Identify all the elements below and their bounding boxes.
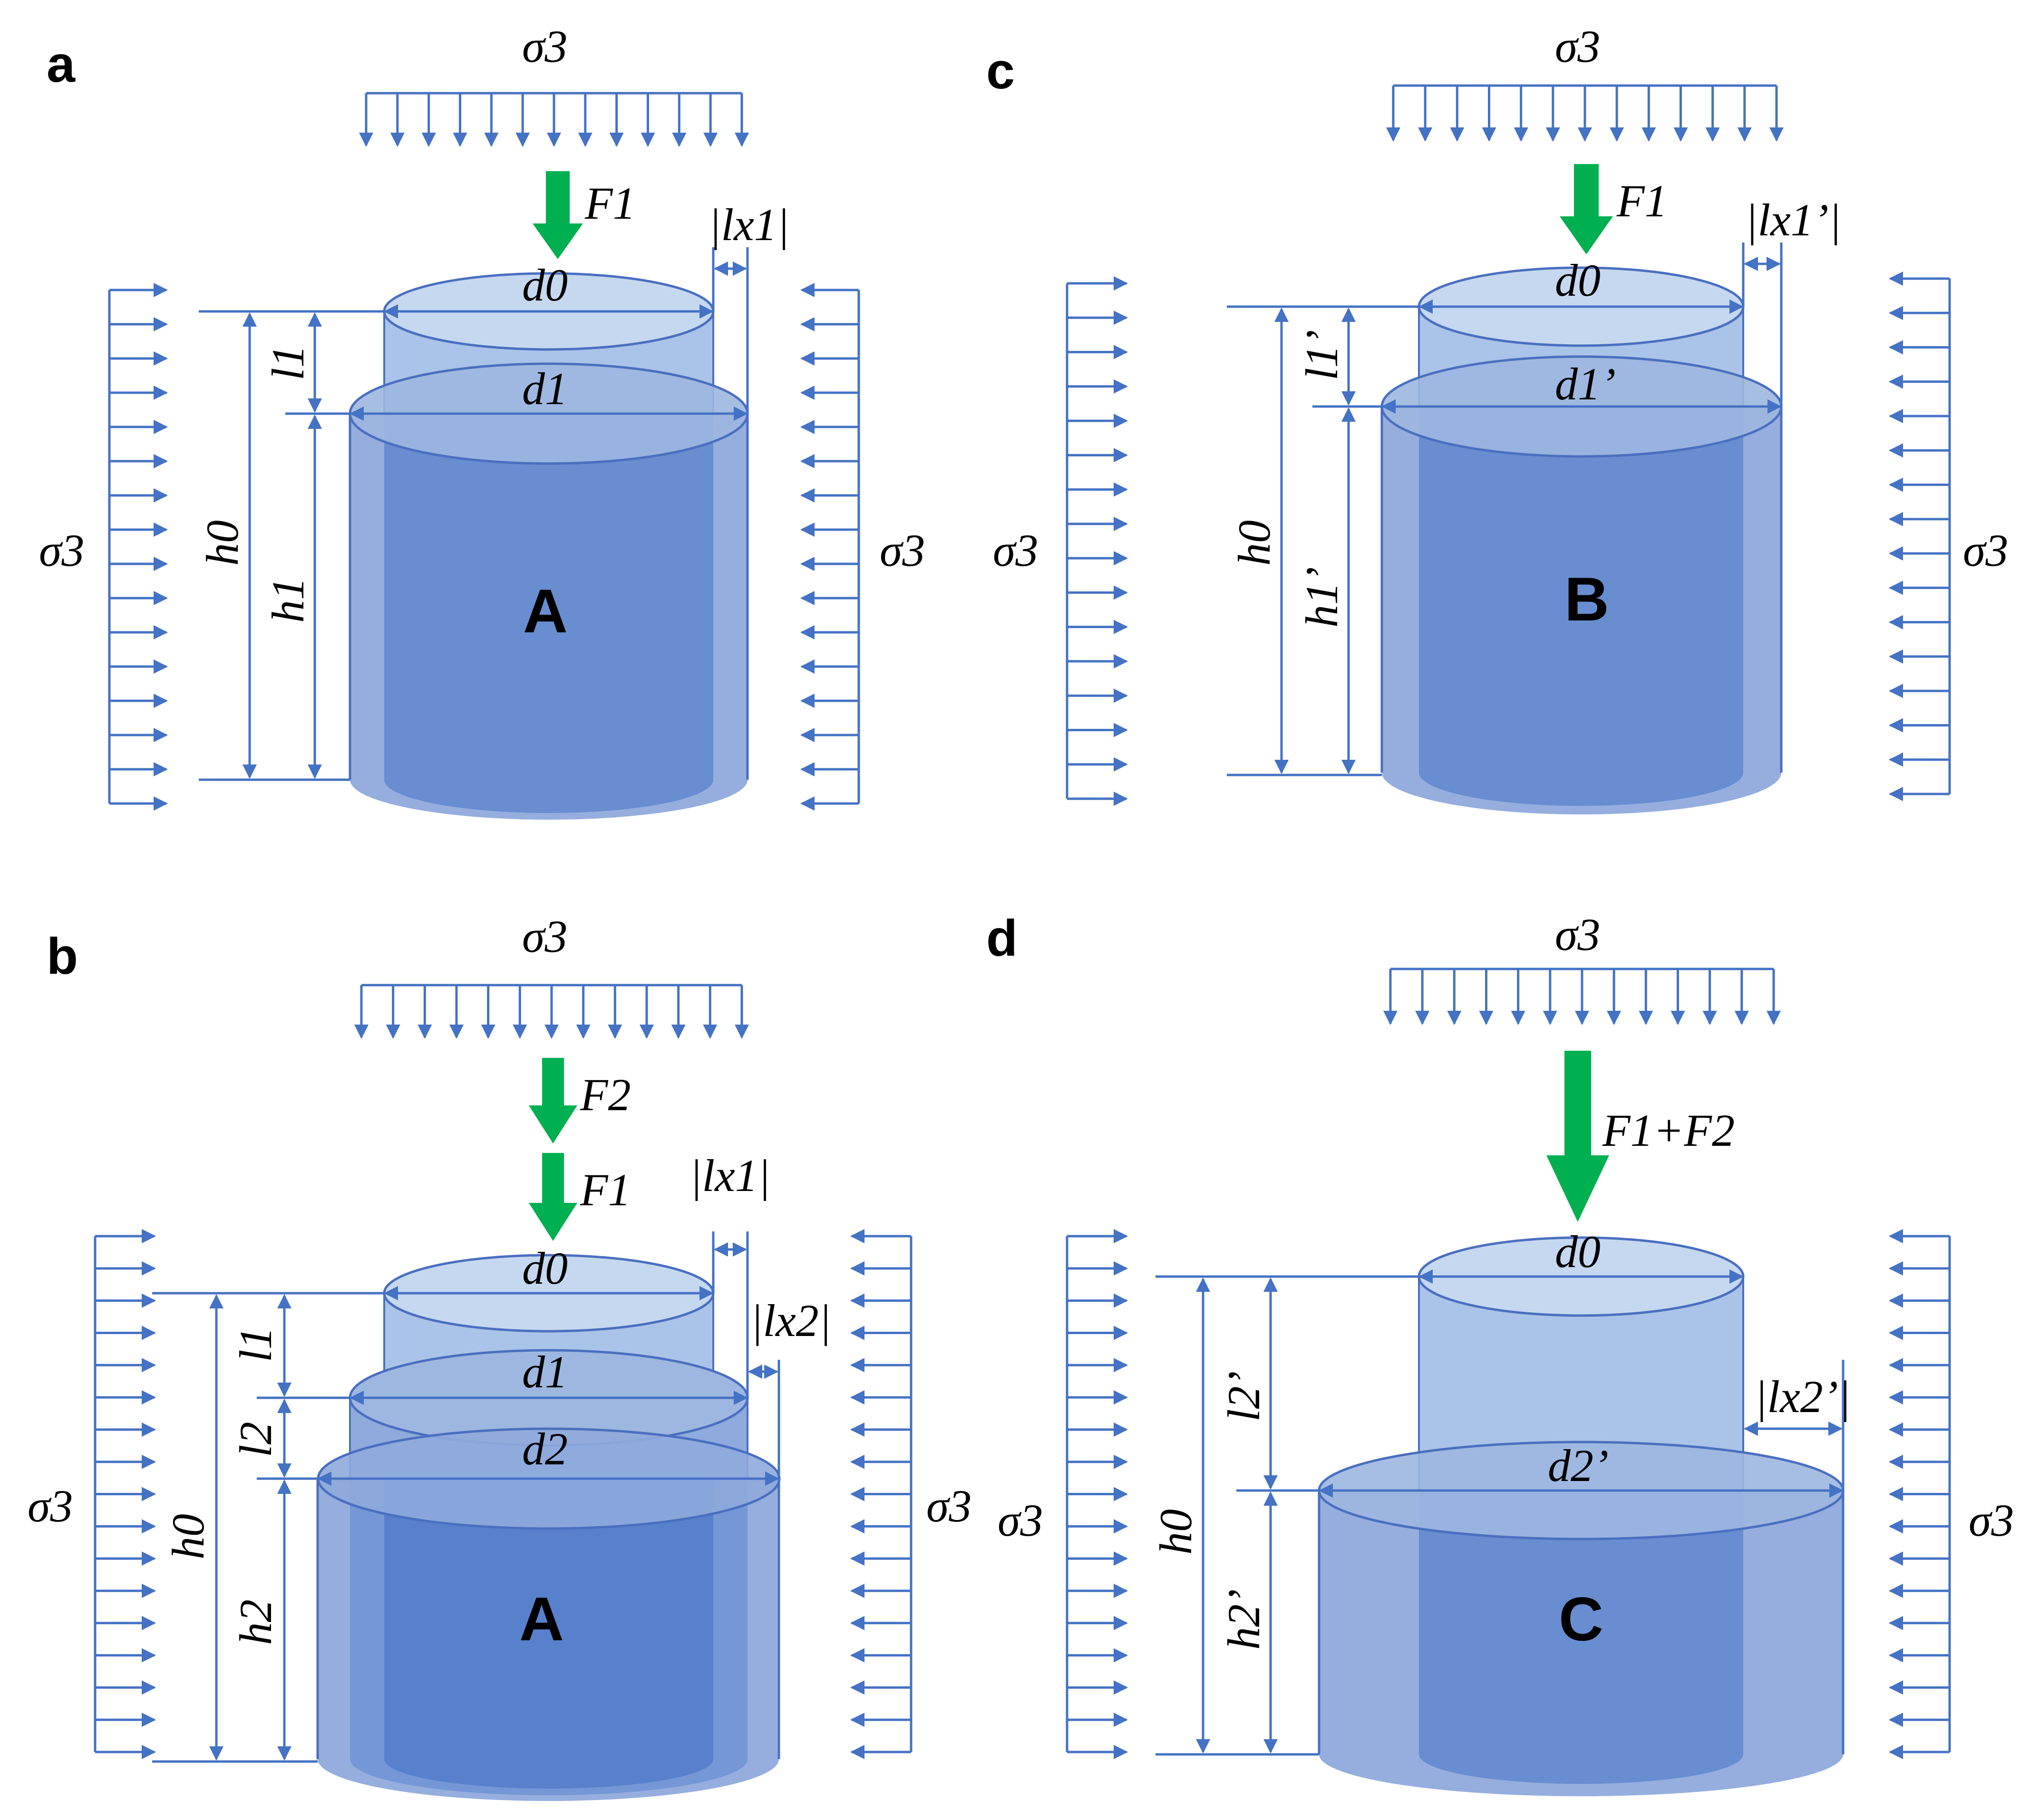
panel-letter: b [47,927,78,985]
top-pressure-arrows [1386,84,1784,142]
length-label-l1: l1 [262,345,313,380]
height-label-h0: h0 [197,520,248,566]
panel-a: a σ3 σ3 σ3 F1 d0 d1 A h0 l1 h1 [39,21,925,820]
diameter-label-d0: d0 [1555,1226,1601,1277]
top-pressure-arrows [354,984,749,1039]
sigma-top-label: σ3 [1555,909,1600,960]
left-pressure-arrows [1066,276,1128,806]
cylinder-core [1419,1491,1743,1784]
right-pressure-arrows [800,283,860,811]
length-label-l2p: l2’ [1218,1371,1269,1422]
diameter-label-d2: d2 [522,1423,568,1474]
panel-letter: a [47,35,76,93]
sigma-left-label: σ3 [998,1495,1043,1546]
force-arrow-f1f2 [1546,1051,1609,1222]
sigma-right-label: σ3 [1969,1495,2014,1546]
height-label-h2p: h2’ [1218,1589,1269,1650]
height-label-h1: h1 [262,577,313,623]
height-label-h0: h0 [163,1514,214,1559]
height-label-h2: h2 [230,1599,281,1645]
top-pressure-arrows [359,92,749,147]
cylinder-core [384,414,713,813]
right-pressure-arrows [1889,1229,1951,1759]
diameter-label-d0: d0 [522,260,568,310]
diameter-label-d1p: d1’ [1555,358,1616,409]
body-label: A [519,1584,564,1654]
left-pressure-arrows [108,283,168,811]
sigma-top-label: σ3 [522,911,567,962]
sigma-top-label: σ3 [522,21,567,72]
diameter-label-d0: d0 [1555,255,1601,306]
sigma-left-label: σ3 [993,525,1038,576]
sigma-left-label: σ3 [39,525,84,576]
body-label: C [1559,1584,1603,1654]
height-label-h0: h0 [1229,520,1280,566]
sigma-left-label: σ3 [28,1481,73,1531]
force-label-f1: F1 [584,178,636,229]
force-arrow-f1 [529,1153,577,1241]
diameter-label-d1: d1 [522,363,568,414]
panel-d: d σ3 σ3 σ3 F1+F2 d0 d2’ C h0 l2’ h2’ |lx… [986,909,2014,1796]
force-arrow-f1 [533,171,583,259]
length-label-l1p: l1’ [1296,329,1347,380]
force-label-f2: F2 [580,1069,631,1120]
body-label: B [1564,564,1609,634]
diameter-label-d1: d1 [522,1346,568,1397]
left-pressure-arrows [94,1229,156,1759]
length-label-l1: l1 [230,1326,281,1362]
cylinder-core [1419,407,1743,806]
force-label-f1f2: F1+F2 [1602,1105,1735,1156]
offset-label-lx1: |lx1| [709,199,789,250]
height-label-h0: h0 [1150,1509,1201,1555]
right-pressure-arrows [850,1229,913,1759]
left-pressure-arrows [1066,1229,1128,1759]
sigma-right-label: σ3 [1963,525,2008,576]
right-pressure-arrows [1889,271,1951,801]
force-arrow-f2 [529,1058,577,1143]
offset-label-lx2p: |lx2’| [1755,1371,1851,1422]
panel-letter: c [986,42,1015,99]
sigma-right-label: σ3 [880,525,925,576]
height-label-h1p: h1’ [1296,567,1347,628]
offset-label-lx1p: |lx1’| [1745,194,1841,245]
diameter-label-d0: d0 [522,1243,568,1294]
top-pressure-arrows [1383,968,1781,1025]
offset-label-lx1: |lx1| [689,1150,770,1201]
force-arrow-f1 [1560,164,1613,254]
panel-b: b σ3 σ3 σ3 F2 F1 d0 d1 d2 A [28,911,971,1801]
panel-letter: d [986,909,1018,967]
force-label-f1: F1 [1616,175,1668,226]
panel-c: c σ3 σ3 σ3 F1 d0 d1’ B h0 l1’ h1’ |lx1 [986,21,2008,814]
sigma-right-label: σ3 [926,1481,971,1531]
force-label-f1: F1 [580,1164,631,1215]
offset-label-lx2: |lx2| [750,1295,831,1346]
diameter-label-d2p: d2’ [1548,1440,1609,1491]
body-label: A [523,576,568,646]
length-label-l2: l2 [230,1422,281,1457]
sigma-top-label: σ3 [1555,21,1600,72]
